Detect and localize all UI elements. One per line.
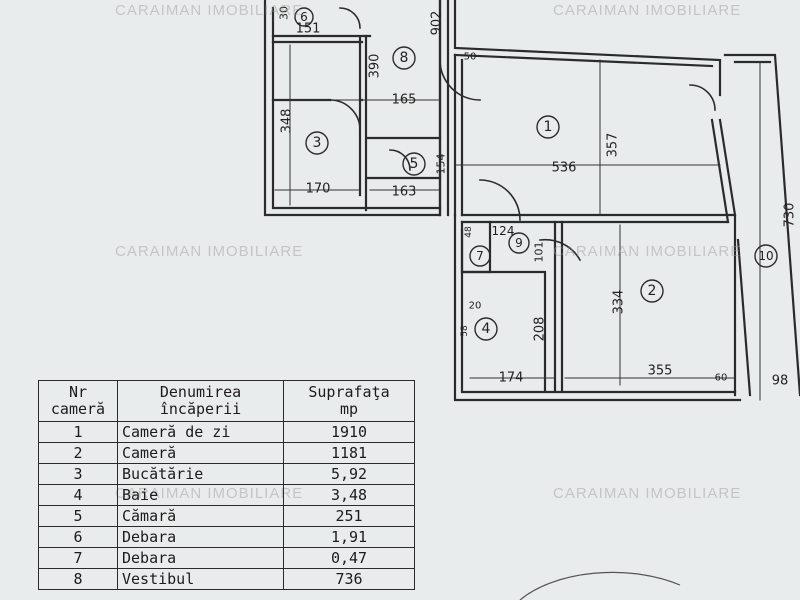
- dimension-label: 208: [533, 317, 548, 342]
- dimension-label: 730: [783, 203, 798, 228]
- watermark: CARAIMAN IMOBILIARE: [115, 2, 304, 19]
- dimension-label: 902: [430, 11, 445, 36]
- header-nr-line1: Nr: [68, 383, 88, 401]
- header-area: Suprafaţa mp: [283, 380, 415, 422]
- table-header-row: Nr camerӑ Denumirea încӑperii Suprafaţa …: [38, 380, 415, 422]
- cell-area: 1910: [283, 421, 415, 443]
- header-name-line1: Denumirea: [159, 383, 242, 401]
- cell-nr: 3: [38, 463, 118, 485]
- cell-area: 1,91: [283, 526, 415, 548]
- header-name-line2: încӑperii: [159, 400, 242, 418]
- wall: [271, 6, 442, 210]
- header-area-line1: Suprafaţa: [308, 383, 390, 401]
- dimension-label: 101: [533, 242, 546, 263]
- room-label-3: 3: [313, 135, 322, 151]
- wall: [736, 238, 752, 397]
- room-label-8: 8: [400, 50, 409, 66]
- dimension-label: 170: [306, 182, 331, 197]
- wall: [271, 34, 372, 197]
- cell-name: Bucӑtӑrie: [117, 463, 284, 485]
- cell-name: Baie: [117, 484, 284, 506]
- cell-nr: 2: [38, 442, 118, 464]
- room-markers: [294, 7, 778, 341]
- header-nr-line2: camerӑ: [50, 400, 106, 418]
- dimension-label: 390: [368, 54, 383, 79]
- rooms-table: Nr camerӑ Denumirea încӑperii Suprafaţa …: [38, 380, 415, 590]
- wall: [438, 0, 450, 217]
- dimension-label: 165: [392, 93, 417, 108]
- room-label-2: 2: [648, 283, 657, 299]
- room-label-10: 10: [758, 249, 773, 263]
- wall: [460, 270, 547, 392]
- cell-area: 5,92: [283, 463, 415, 485]
- dimension-label: 348: [280, 109, 295, 134]
- wall: [453, 53, 464, 217]
- watermark: CARAIMAN IMOBILIARE: [553, 2, 742, 19]
- cell-nr: 6: [38, 526, 118, 548]
- cell-nr: 7: [38, 547, 118, 569]
- wall: [364, 34, 442, 212]
- cell-nr: 5: [38, 505, 118, 527]
- cell-name: Vestibul: [117, 568, 284, 590]
- dimension-label: 163: [392, 185, 417, 200]
- room-label-9: 9: [515, 236, 523, 250]
- header-name: Denumirea încӑperii: [117, 380, 284, 422]
- cell-nr: 8: [38, 568, 118, 590]
- dimension-label: 154: [435, 154, 448, 175]
- cell-name: Debara: [117, 526, 284, 548]
- wall: [553, 220, 564, 392]
- cell-area: 736: [283, 568, 415, 590]
- dimension-label: 58: [460, 325, 470, 337]
- room-label-7: 7: [476, 249, 484, 263]
- stamp: [519, 571, 681, 600]
- wall: [723, 53, 800, 397]
- cell-name: Camerӑ: [117, 442, 284, 464]
- room-label-1: 1: [544, 119, 553, 135]
- room-label-5: 5: [410, 156, 419, 172]
- dimension-label: 60: [715, 373, 728, 384]
- header-nr: Nr camerӑ: [38, 380, 118, 422]
- room-label-4: 4: [482, 321, 491, 337]
- cell-area: 0,47: [283, 547, 415, 569]
- dimension-label: 48: [464, 226, 474, 238]
- cell-area: 251: [283, 505, 415, 527]
- room-label-6: 6: [300, 10, 308, 24]
- wall: [453, 0, 722, 97]
- dimension-label: 124: [492, 224, 515, 238]
- cell-nr: 1: [38, 421, 118, 443]
- dimension-label: 50: [464, 52, 477, 63]
- watermark: CARAIMAN IMOBILIARE: [553, 485, 742, 502]
- cell-area: 3,48: [283, 484, 415, 506]
- dimension-label: 30: [278, 6, 291, 20]
- dimension-label: 20: [469, 301, 482, 312]
- wall: [710, 118, 737, 224]
- watermark: CARAIMAN IMOBILIARE: [553, 243, 742, 260]
- cell-name: Cӑmarӑ: [117, 505, 284, 527]
- dimension-label: 151: [296, 22, 321, 37]
- dimension-label: 355: [648, 364, 673, 379]
- dimension-label: 536: [552, 161, 577, 176]
- watermark: CARAIMAN IMOBILIARE: [115, 243, 304, 260]
- wall: [460, 213, 737, 397]
- wall: [263, 0, 442, 217]
- dimension-label: 98: [772, 374, 789, 389]
- dimension-label: 174: [499, 371, 524, 386]
- cell-nr: 4: [38, 484, 118, 506]
- wall: [453, 213, 742, 402]
- cell-name: Debara: [117, 547, 284, 569]
- dimension-label: 357: [606, 133, 621, 158]
- header-area-line2: mp: [339, 400, 359, 418]
- dimension-label: 334: [612, 290, 627, 315]
- cell-area: 1181: [283, 442, 415, 464]
- cell-name: Camerӑ de zi: [117, 421, 284, 443]
